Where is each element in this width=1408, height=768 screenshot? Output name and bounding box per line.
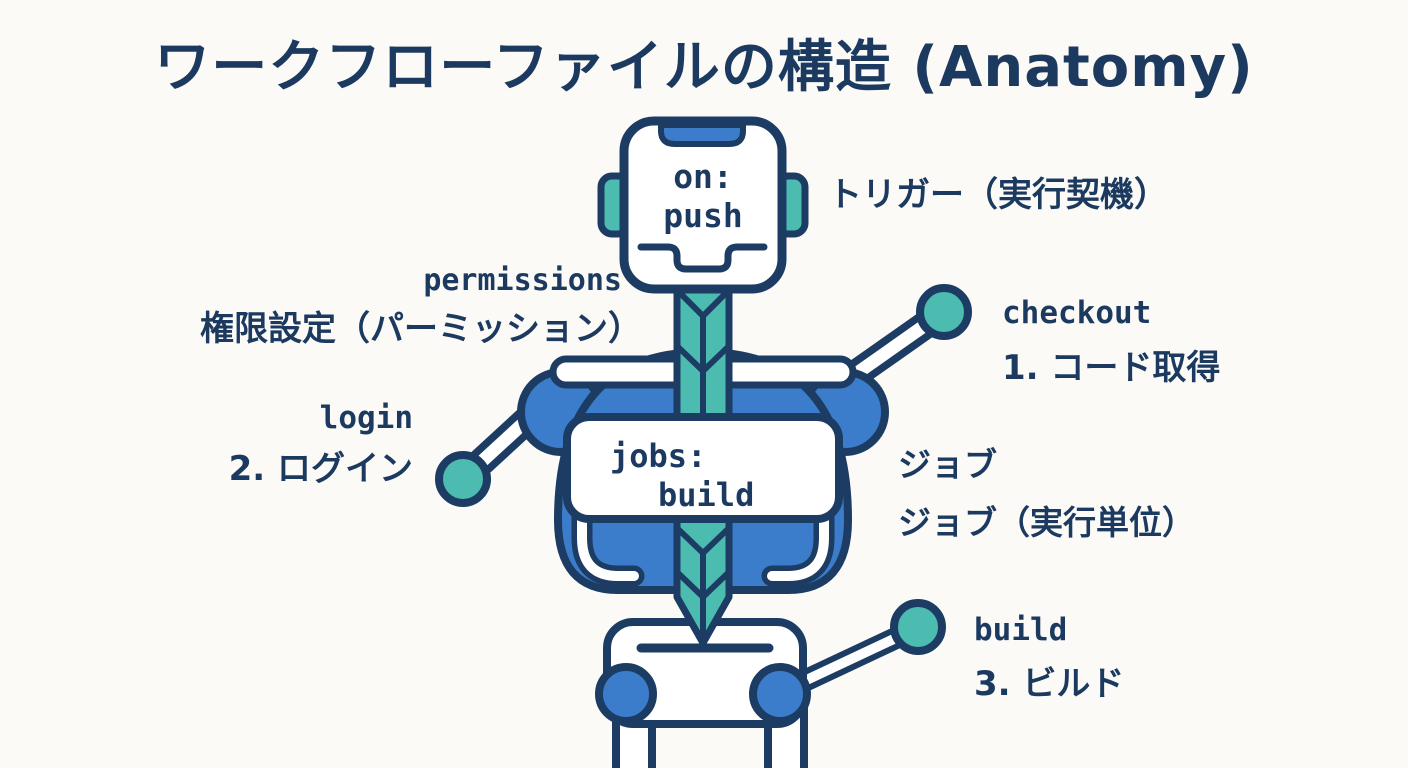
robot-left-hand [435, 451, 491, 507]
label-build: build 3. ビルド [974, 612, 1124, 705]
robot-chin-tray [637, 243, 768, 273]
label-checkout-jp: 1. コード取得 [1002, 348, 1221, 388]
page-title: ワークフローファイルの構造 (Anatomy) [154, 35, 1254, 100]
body-code-line2: build [658, 476, 755, 514]
label-permissions-jp: 権限設定（パーミッション） [200, 309, 642, 349]
robot-left-hip [595, 663, 657, 725]
label-job: ジョブ ジョブ（実行単位） [898, 438, 1195, 544]
label-login-code: login [319, 400, 413, 436]
robot-lower-hand [890, 599, 946, 655]
label-permissions-code: permissions [423, 263, 622, 298]
robot-head [597, 116, 809, 294]
robot-jobs-panel [563, 413, 843, 523]
label-trigger: トリガー（実行契機） [828, 175, 1168, 215]
body-code-line1: jobs: [610, 437, 707, 475]
robot-head-code: on: push [624, 157, 782, 235]
label-build-code: build [974, 612, 1068, 648]
label-checkout: checkout 1. コード取得 [1002, 295, 1220, 389]
head-code-line1: on: [673, 157, 733, 196]
label-job-line1: ジョブ [898, 445, 997, 484]
head-code-line2: push [663, 196, 743, 235]
label-permissions: permissions 権限設定（パーミッション） [200, 263, 642, 350]
robot-right-hand [916, 284, 972, 340]
label-job-line2: ジョブ（実行単位） [898, 503, 1195, 542]
robot-head-notch [658, 122, 746, 147]
label-checkout-code: checkout [1002, 295, 1152, 331]
label-login-jp: 2. ログイン [228, 449, 413, 489]
robot-right-hip [749, 663, 811, 725]
label-build-jp: 3. ビルド [974, 664, 1125, 704]
label-login: login 2. ログイン [150, 400, 413, 490]
